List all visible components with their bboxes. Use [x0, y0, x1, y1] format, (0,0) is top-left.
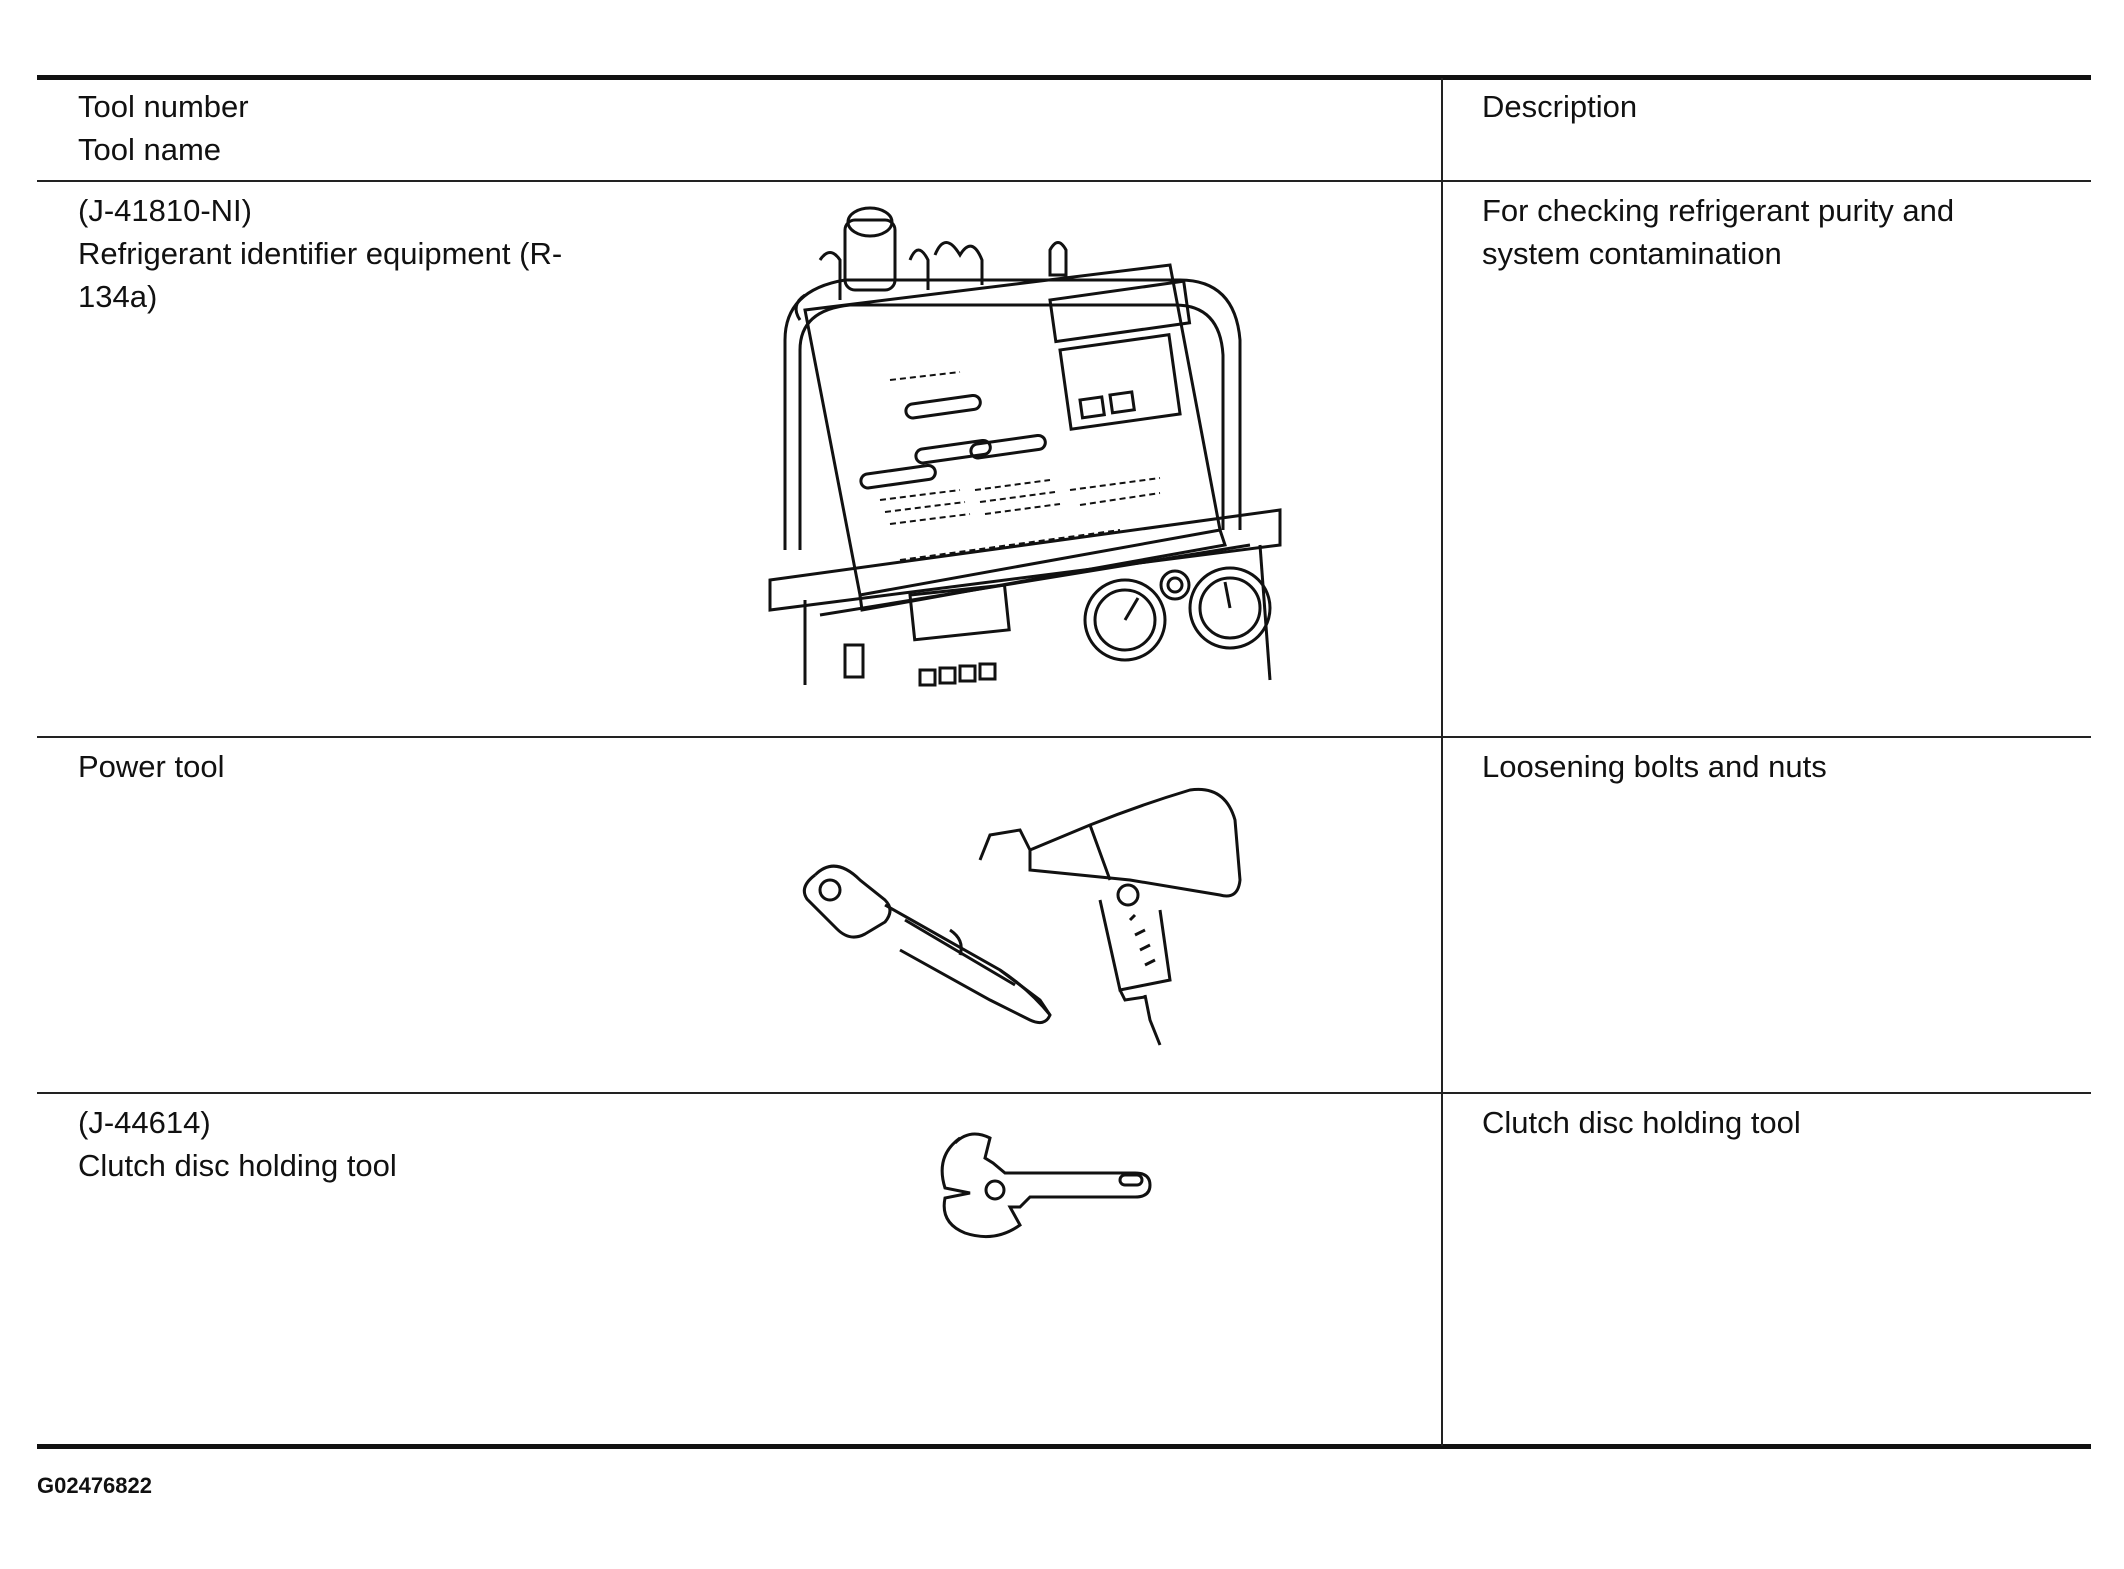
row2-tool-name: Power tool [78, 749, 225, 784]
row3-tool-name: Clutch disc holding tool [78, 1148, 397, 1183]
row3-description: Clutch disc holding tool [1482, 1105, 1801, 1140]
header-divider [37, 180, 2091, 182]
power-tool-icon [800, 780, 1250, 1050]
refrigerant-identifier-icon [760, 200, 1290, 690]
row2-description: Loosening bolts and nuts [1482, 749, 1827, 784]
row1-tool-name: Refrigerant identifier equipment (R- 134… [78, 236, 563, 314]
clutch-disc-holding-tool-icon [935, 1130, 1155, 1240]
row3-tool-number: (J-44614) [78, 1105, 211, 1140]
row-divider-1 [37, 736, 2091, 738]
figure-id: G02476822 [37, 1473, 152, 1498]
column-divider [1441, 78, 1443, 1446]
row-divider-2 [37, 1092, 2091, 1094]
table-bottom-rule [37, 1444, 2091, 1449]
table-top-rule [37, 75, 2091, 80]
row1-description: For checking refrigerant purity and syst… [1482, 193, 1955, 271]
row1-tool-number: (J-41810-NI) [78, 193, 252, 228]
header-tool-number: Tool number [78, 89, 249, 124]
header-description: Description [1482, 89, 1638, 124]
header-tool-name: Tool name [78, 132, 222, 167]
